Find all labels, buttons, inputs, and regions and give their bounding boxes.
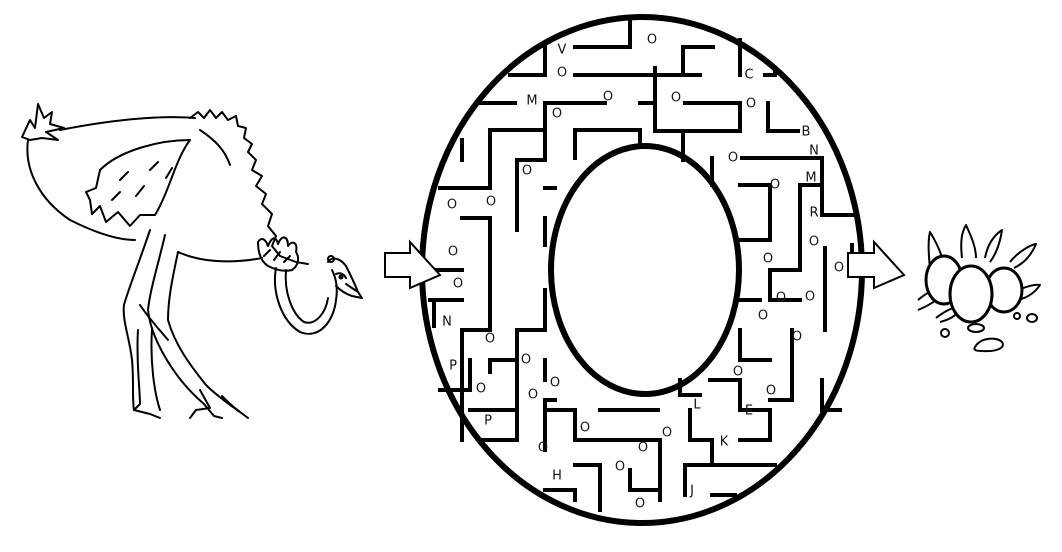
maze-letter-o: O: [762, 251, 774, 267]
maze-letter-n: N: [442, 314, 452, 330]
entry-arrow-icon: [384, 239, 442, 290]
maze-letter-o: O: [757, 308, 769, 324]
maze-letter-o: O: [769, 177, 781, 193]
maze-letter-o: O: [833, 260, 845, 276]
maze-letter-b: B: [801, 124, 811, 140]
maze-letter-o: O: [446, 197, 458, 213]
maze-letter-o: O: [527, 387, 539, 403]
maze-letter-o: O: [521, 163, 533, 179]
maze-letter-o: O: [637, 440, 649, 456]
maze-letter-o: O: [537, 440, 549, 456]
maze-letter-p: P: [449, 358, 457, 374]
maze-letter-o: O: [520, 352, 532, 368]
maze-letter-m: M: [526, 93, 538, 109]
maze-letter-o: O: [447, 244, 459, 260]
maze-letter-o: O: [661, 425, 673, 441]
maze-letter-o: O: [634, 496, 646, 512]
maze-letter-o: O: [452, 276, 464, 292]
maze-letter-n: N: [809, 143, 819, 159]
maze-letter-p: P: [484, 413, 492, 429]
maze-letter-e: E: [744, 403, 754, 419]
maze-letter-h: H: [552, 468, 562, 484]
maze-letter-k: K: [719, 434, 729, 450]
maze-letter-o: O: [551, 106, 563, 122]
maze-walls: [428, 18, 857, 512]
maze-letter-l: L: [693, 397, 701, 413]
maze-letter-v: V: [557, 42, 567, 58]
maze-letter-o: O: [556, 65, 568, 81]
maze-letter-o: O: [732, 364, 744, 380]
maze-letter-o: O: [791, 329, 803, 345]
maze-letter-o: O: [804, 289, 816, 305]
exit-arrow-icon: [847, 239, 906, 290]
maze-letter-o: O: [808, 234, 820, 250]
maze-letter-o: O: [484, 331, 496, 347]
maze-letter-o: O: [485, 194, 497, 210]
maze-letter-o: O: [614, 459, 626, 475]
maze-letter-o: O: [775, 290, 787, 306]
maze-center-egg: [548, 143, 742, 397]
maze-letter-o: O: [475, 381, 487, 397]
maze-letter-o: O: [765, 383, 777, 399]
maze-letter-o: O: [579, 420, 591, 436]
maze-letter-o: O: [670, 90, 682, 106]
maze-letter-o: O: [646, 32, 658, 48]
maze-letter-o: O: [727, 150, 739, 166]
egg-center: [948, 264, 994, 324]
maze-letter-o: O: [745, 96, 757, 112]
maze-letter-o: O: [549, 375, 561, 391]
maze-letter-c: C: [744, 67, 754, 83]
maze-letter-r: R: [809, 205, 819, 221]
maze-letter-m: M: [805, 170, 817, 186]
maze-letter-o: O: [602, 89, 614, 105]
maze-letter-j: J: [690, 483, 694, 499]
